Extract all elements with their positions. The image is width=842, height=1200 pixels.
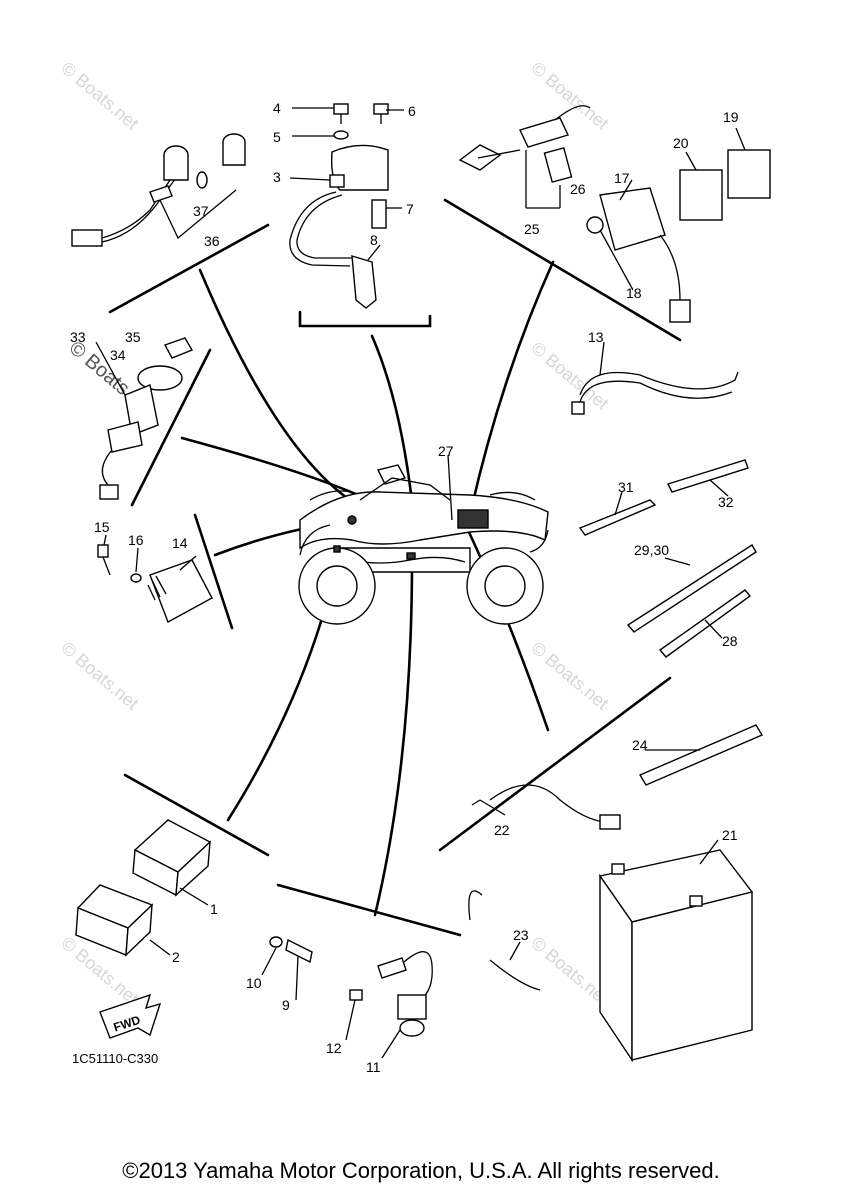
callout-15: 15 — [94, 519, 110, 535]
watermark: © Boats.net — [57, 58, 142, 134]
callout-24: 24 — [632, 737, 648, 753]
callout-36: 36 — [204, 233, 220, 249]
switch-group — [99, 337, 194, 500]
callout-5: 5 — [273, 129, 281, 145]
callout-27: 27 — [438, 443, 454, 459]
callout-8: 8 — [370, 232, 378, 248]
callout-7: 7 — [406, 201, 414, 217]
callout-14: 14 — [172, 535, 188, 551]
leader-lines — [95, 107, 746, 1059]
cable-tie-group — [571, 371, 757, 658]
copyright-notice: ©2013 Yamaha Motor Corporation, U.S.A. A… — [122, 1158, 720, 1183]
callout-11: 11 — [366, 1059, 381, 1075]
callout-9: 9 — [282, 997, 290, 1013]
callout-29-30: 29,30 — [634, 542, 669, 558]
callout-21: 21 — [722, 827, 738, 843]
callout-34: 34 — [110, 347, 126, 363]
callout-labels: 1 2 3 4 5 6 7 8 9 10 11 12 13 14 15 16 1… — [70, 100, 739, 1075]
sensor-group — [269, 936, 433, 1037]
callout-33: 33 — [70, 329, 86, 345]
cdi-group — [75, 819, 212, 957]
callout-23: 23 — [513, 927, 529, 943]
callout-19: 19 — [723, 109, 739, 125]
callout-4: 4 — [273, 100, 281, 116]
relay-group — [458, 105, 771, 323]
diagram-code: 1C51110-C330 — [72, 1051, 158, 1066]
callout-31: 31 — [618, 479, 634, 495]
callout-28: 28 — [722, 633, 738, 649]
callout-35: 35 — [125, 329, 141, 345]
watermark: © Boats.net — [527, 638, 612, 714]
watermark: © Boats.net — [57, 638, 142, 714]
callout-2: 2 — [172, 949, 180, 965]
callout-18: 18 — [626, 285, 642, 301]
callout-16: 16 — [128, 532, 144, 548]
sensor-harness-group — [71, 133, 246, 247]
rectifier-group — [97, 544, 213, 623]
callout-13: 13 — [588, 329, 604, 345]
callout-1: 1 — [210, 901, 218, 917]
ignition-coil-group — [289, 103, 389, 309]
group-brackets — [108, 198, 682, 937]
callout-6: 6 — [408, 103, 416, 119]
callout-3: 3 — [273, 169, 281, 185]
callout-32: 32 — [718, 494, 734, 510]
callout-25: 25 — [524, 221, 540, 237]
atv-vehicle — [298, 464, 549, 625]
harness-connector — [71, 229, 103, 247]
callout-12: 12 — [326, 1040, 342, 1056]
callout-10: 10 — [246, 975, 262, 991]
watermark: © Boats.net — [527, 58, 612, 134]
callout-20: 20 — [673, 135, 689, 151]
callout-22: 22 — [494, 822, 510, 838]
fwd-arrow: FWD — [99, 993, 162, 1039]
callout-26: 26 — [570, 181, 586, 197]
callout-37: 37 — [193, 203, 209, 219]
battery-group — [468, 724, 764, 1063]
callout-17: 17 — [614, 170, 630, 186]
